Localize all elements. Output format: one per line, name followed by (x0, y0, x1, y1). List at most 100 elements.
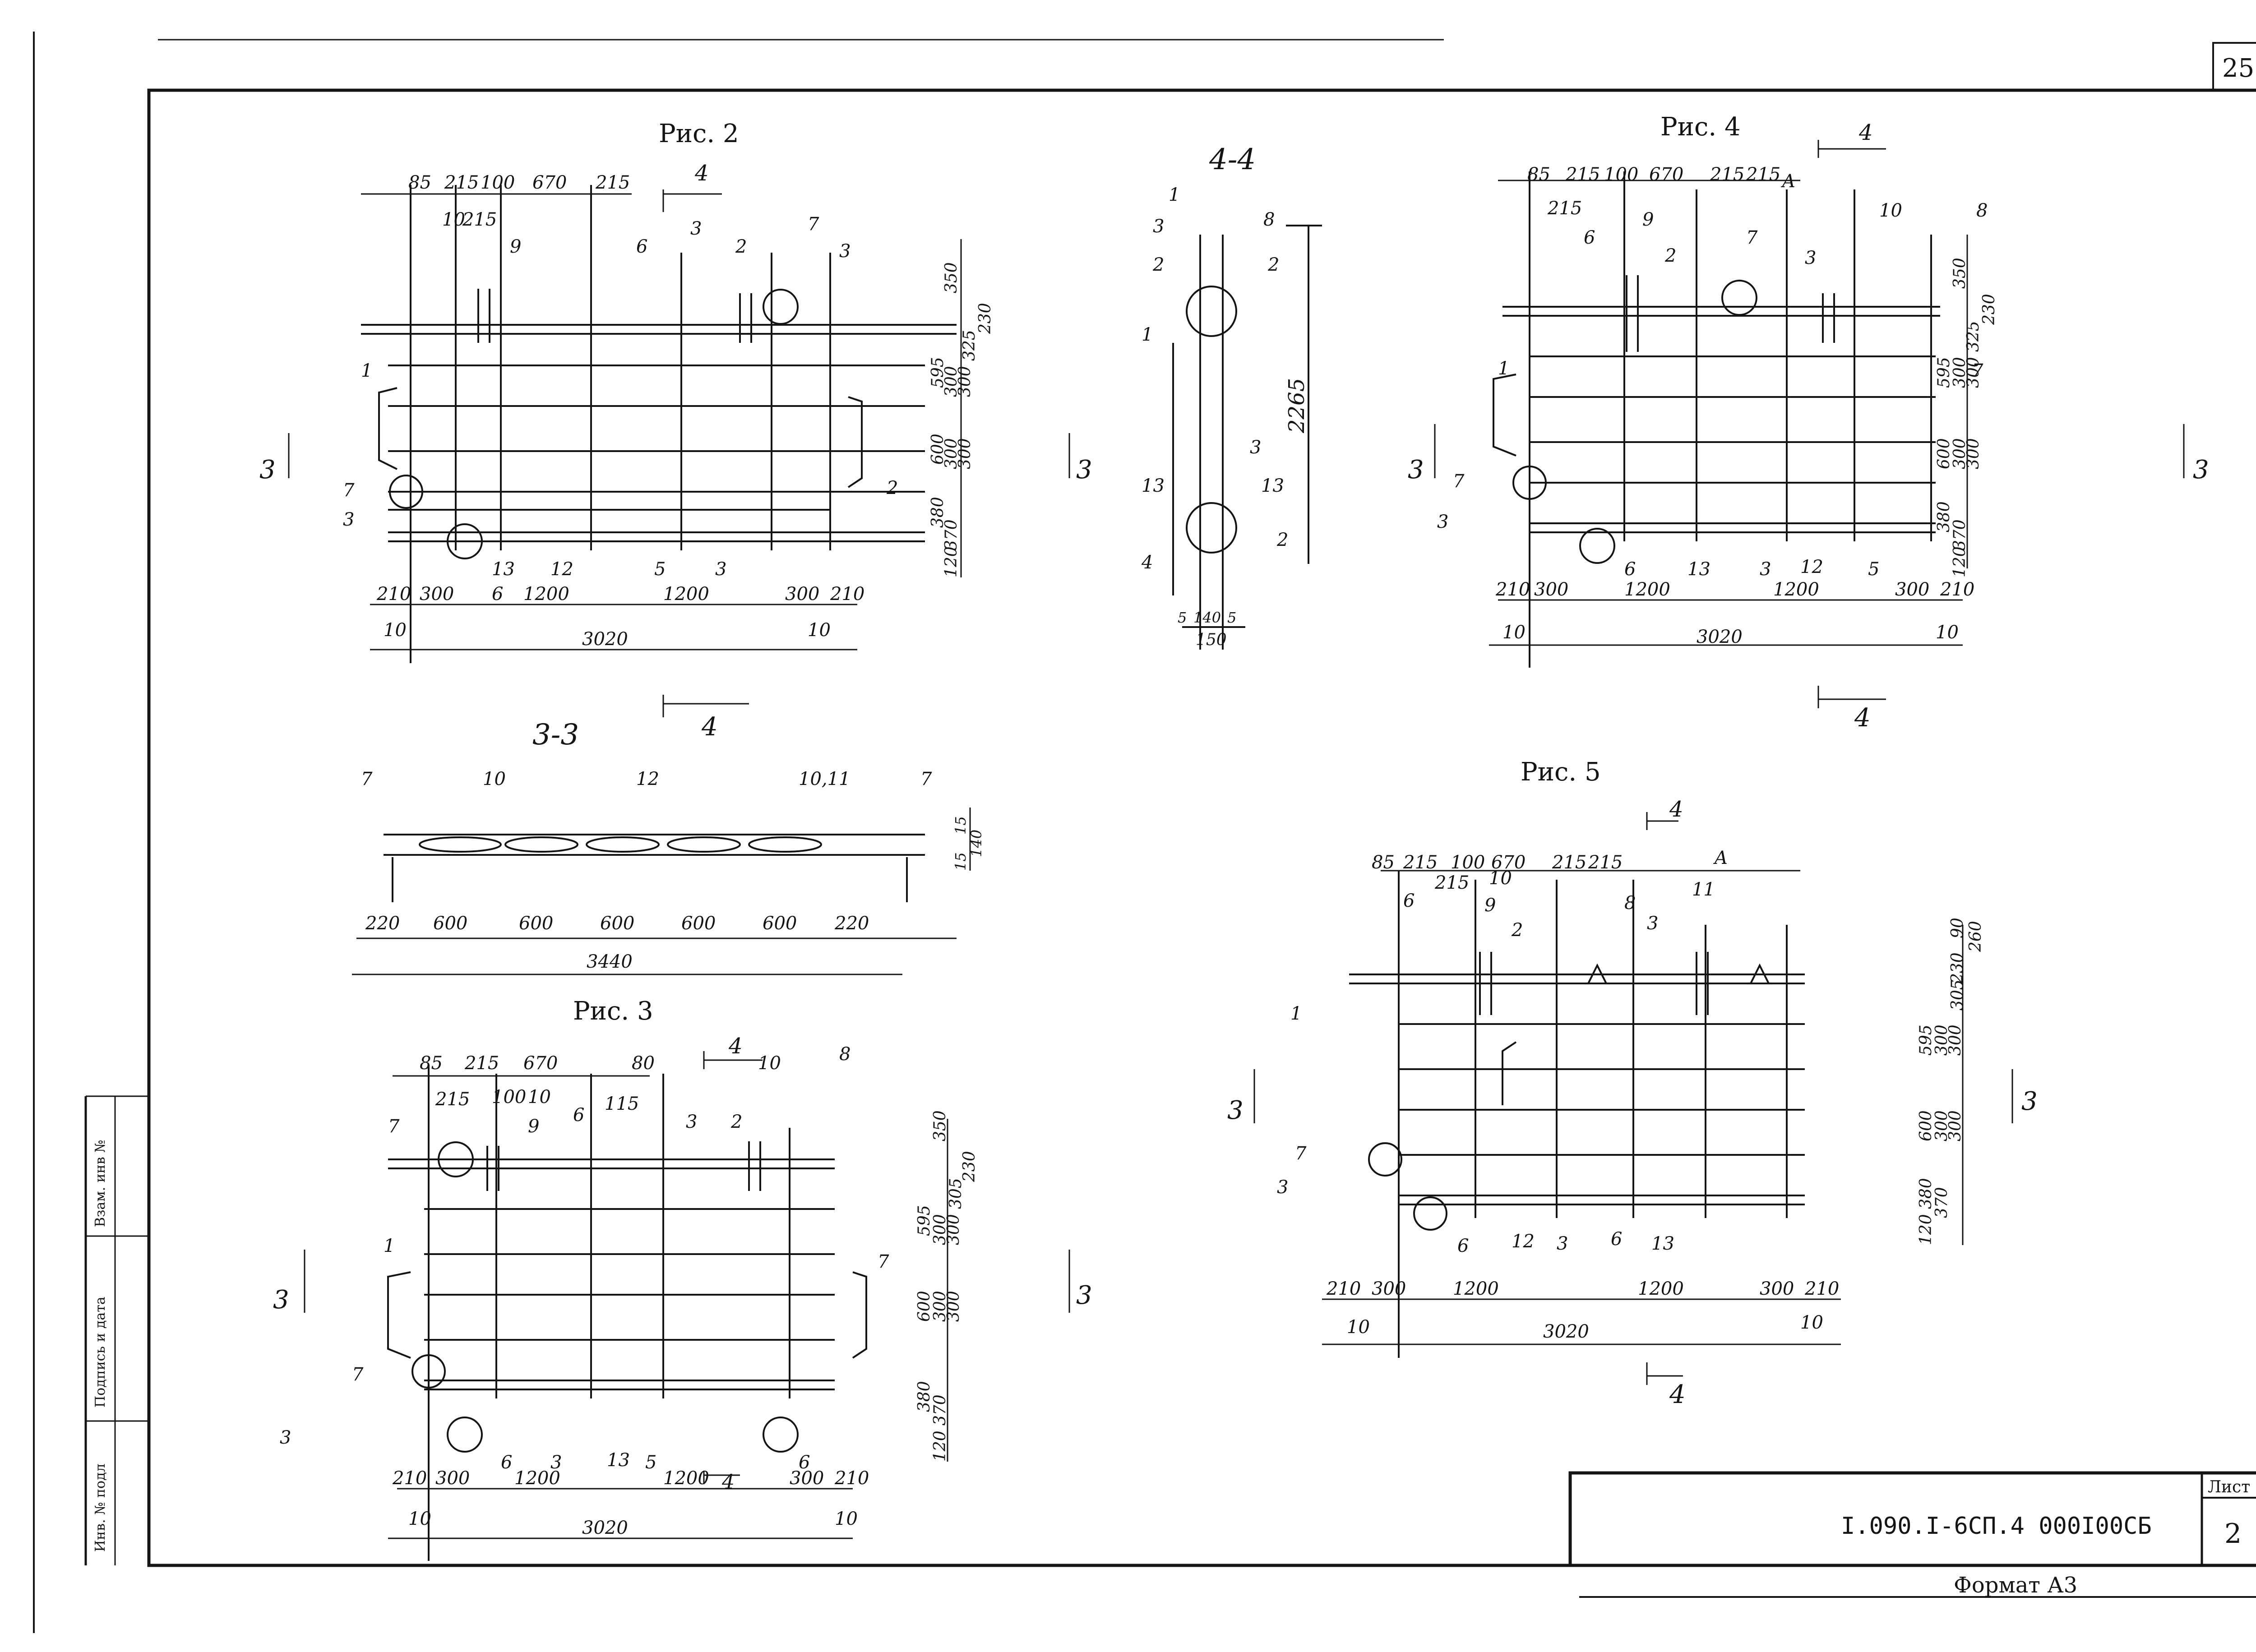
fig4-bottom-dim-3: 1200 (1773, 579, 1819, 600)
fig5-right-dim-6: 300 (1946, 1024, 1965, 1056)
fig4-mark-8: 1 (1498, 358, 1509, 379)
fig2-right-dim-1: 230 (976, 303, 994, 334)
fig3-edge-dim-0: 10 (408, 1509, 431, 1529)
fig4-mark-0: 215 (1547, 198, 1582, 219)
fig4-right-dim-0: 350 (1951, 258, 1969, 289)
fig4-section-mark-1: 4 (1854, 703, 1871, 733)
fig4-section-mark-2: 3 (1408, 455, 1424, 485)
fig2-edge-dim-0: 10 (384, 620, 407, 641)
fig3-mark-16: 3 (550, 1452, 562, 1473)
fig3-mark-9: 8 (839, 1044, 851, 1065)
doc-code: I.090.I-6СП.4 000I00СБ (1841, 1513, 2152, 1540)
fig4-section-mark-3: 3 (2193, 455, 2209, 485)
figure-2-labels: 85 215 100 670 215 210 300 1200 1200 300… (259, 161, 1092, 742)
fig3-mark-4: 6 (573, 1105, 584, 1126)
fig2-mark-9: 7 (343, 480, 355, 501)
fig3-right-dim-4: 300 (931, 1214, 949, 1245)
fig2-section-mark-3: 3 (1076, 455, 1092, 485)
fig4-right-dim-2: 325 (1964, 321, 1983, 352)
sec33-mark-1: 10 (483, 769, 506, 789)
sec33-mark-0: 7 (361, 769, 373, 789)
fig4-right-dim-5: 300 (1964, 357, 1983, 388)
fig2-bottom-dim-5: 210 (830, 584, 864, 605)
fig3-section-mark-0: 4 (728, 1034, 743, 1059)
fig2-edge-dim-1: 10 (808, 620, 831, 641)
fig3-mark-19: 6 (799, 1452, 810, 1473)
stamp-replace-inv: Взам. инв № (92, 1140, 108, 1227)
fig2-mark-16: 2 (886, 478, 898, 498)
fig5-mark-2: 10 (1489, 868, 1512, 889)
fig5-section-mark-3: 3 (2021, 1087, 2038, 1116)
fig3-mark-1: 100 (492, 1087, 526, 1107)
fig4-mark-9: 7 (1972, 360, 1983, 381)
sec33-right-dim-0: 15 (952, 816, 969, 835)
fig4-bottom-dim-1: 300 (1534, 579, 1568, 600)
fig4-mark-10: 7 (1453, 471, 1465, 492)
fig5-top-dim-4: 215 (1552, 852, 1586, 873)
stamp-signature-date: Подпись и дата (92, 1297, 108, 1407)
fig3-bottom-dim-2: 1200 (514, 1468, 560, 1489)
fig3-right-dim-1: 230 (960, 1151, 979, 1182)
fig5-mark-9: 7 (1295, 1143, 1307, 1164)
fig4-right-dim-8: 300 (1964, 438, 1983, 469)
fig4-mark-6: 10 (1879, 200, 1902, 221)
fig5-top-dim-0: 85 (1372, 852, 1395, 873)
fig3-top-dim-1: 215 (464, 1053, 499, 1074)
fig3-mark-3: 9 (528, 1116, 539, 1137)
sec44-mark-6: 3 (1250, 437, 1261, 458)
fig4-mark-4: 7 (1746, 227, 1758, 248)
fig4-bottom-dim-2: 1200 (1624, 579, 1670, 600)
fig4-right-dim-1: 230 (1980, 294, 1998, 325)
fig3-right-dim-5: 300 (944, 1214, 963, 1245)
fig3-bottom-dim-1: 300 (435, 1468, 470, 1489)
fig5-top-dim-1: 215 (1403, 852, 1438, 873)
fig5-total: 3020 (1543, 1321, 1589, 1342)
section-4-4-labels: 1 3 2 8 2 1 3 13 13 4 2 2265 5 140 5 150 (1141, 185, 1309, 649)
fig4-mark-13: 13 (1687, 559, 1710, 580)
fig3-bottom-dim-3: 1200 (663, 1468, 709, 1489)
fig2-top-dim-1: 215 (444, 172, 479, 193)
fig5-section-mark-0: 4 (1669, 797, 1683, 822)
sec44-mark-2: 2 (1152, 254, 1164, 275)
fig4-bottom-dim-5: 210 (1940, 579, 1974, 600)
fig3-edge-dim-1: 10 (835, 1509, 858, 1529)
fig4-bottom-dim-0: 210 (1495, 579, 1530, 600)
fig4-mark-12: 6 (1624, 559, 1636, 580)
fig4-mark-2: 9 (1642, 209, 1654, 230)
fig3-mark-10: 7 (388, 1116, 400, 1137)
fig3-right-dim-11: 120 (931, 1431, 949, 1462)
sec33-dim-5: 600 (763, 913, 797, 934)
fig5-edge-dim-1: 10 (1800, 1312, 1823, 1333)
fig3-mark-7: 3 (686, 1112, 697, 1132)
fig2-mark-3: 6 (636, 236, 647, 257)
fig3-total: 3020 (582, 1518, 628, 1538)
fig2-right-dim-7: 300 (942, 438, 961, 469)
fig5-bottom-dim-5: 210 (1804, 1278, 1839, 1299)
fig5-right-dim-3: 305 (1948, 979, 1967, 1011)
fig5-mark-7: 11 (1692, 879, 1715, 900)
fig5-mark-6: 3 (1647, 913, 1658, 934)
fig5-section-mark-2: 3 (1227, 1096, 1244, 1125)
fig5-top-dim-5: 215 (1588, 852, 1623, 873)
fig4-mark-16: 5 (1868, 559, 1879, 580)
fig5-right-dim-12: 120 (1917, 1214, 1935, 1245)
fig4-top-dim-1: 215 (1565, 164, 1600, 185)
fig2-right-dim-4: 300 (942, 366, 961, 397)
sheet-frame (33, 32, 2256, 1633)
fig5-edge-dim-0: 10 (1347, 1317, 1370, 1338)
fig2-right-dim-5: 300 (956, 366, 974, 397)
fig4-top-dim-0: 85 (1527, 164, 1550, 185)
fig2-right-dim-2: 325 (960, 330, 979, 361)
fig2-mark-2: 9 (510, 236, 521, 257)
fig5-right-dim-5: 300 (1932, 1024, 1951, 1056)
fig2-right-dim-0: 350 (942, 262, 961, 293)
fig5-mark-5: 8 (1624, 893, 1636, 914)
fig5-mark-0: 6 (1403, 891, 1415, 911)
fig5-mark-3: 9 (1484, 895, 1496, 916)
section-3-3: 3-3 7 10 12 10,11 7 220 600 600 600 (352, 718, 985, 975)
sec33-total: 3440 (587, 951, 633, 972)
figure-3-title: Рис. 3 (573, 997, 653, 1026)
fig4-mark-14: 3 (1760, 559, 1771, 580)
fig2-right-dim-11: 120 (942, 546, 961, 577)
